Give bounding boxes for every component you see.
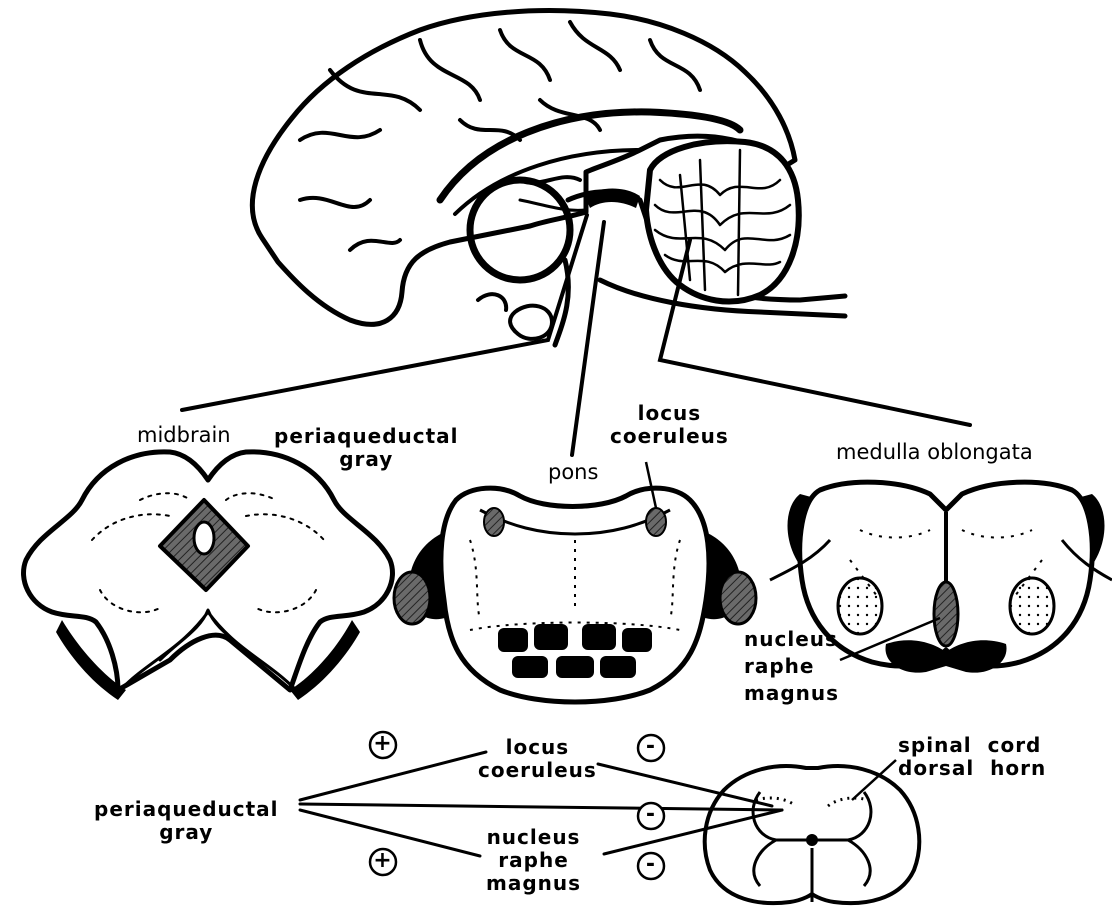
callout-pons [572,222,604,455]
central-canal [808,836,816,844]
label-medulla-oblongata: medulla oblongata [836,440,1033,464]
gyri [300,22,700,250]
label-periaqueductal-gray-bottom: periaqueductal gray [94,798,279,844]
callout-midbrain [182,215,587,410]
pons-section [394,488,756,702]
callout-lines [182,215,970,455]
plus-sign-top: + [373,731,393,756]
plus-sign-bottom: + [373,848,393,873]
label-midbrain: midbrain [137,423,231,447]
locus-coeruleus-right [646,508,666,536]
nucleus-raphe-magnus-shaded [934,582,958,646]
locus-coeruleus-left [484,508,504,536]
label-locus-coeruleus-top: locus coeruleus [610,402,729,448]
inferior-olive-right [1010,578,1054,634]
aqueduct [194,522,214,554]
minus-sign-2: - [641,802,661,827]
spinal-cord-section [705,766,920,903]
label-pons: pons [548,460,598,484]
pituitary [478,294,552,339]
inferior-olive-left [838,578,882,634]
pons-knob-right [720,572,756,624]
sagittal-brain [252,11,845,345]
minus-sign-3: - [641,852,661,877]
label-locus-coeruleus-bottom: locus coeruleus [478,736,597,782]
path-pag-to-cord [300,804,782,810]
path-pag-to-lc [300,752,486,800]
pons-knob-left [394,572,430,624]
midbrain-section [24,452,393,700]
label-periaqueductal-gray-top: periaqueductal gray [274,425,459,471]
label-nucleus-raphe-magnus-bottom: nucleus raphe magnus [486,826,581,895]
label-nucleus-raphe-magnus-top: nucleus raphe magnus [744,626,839,707]
minus-sign-1: - [641,734,661,759]
label-spinal-cord-dorsal-horn: spinal cord dorsal horn [898,734,1046,780]
